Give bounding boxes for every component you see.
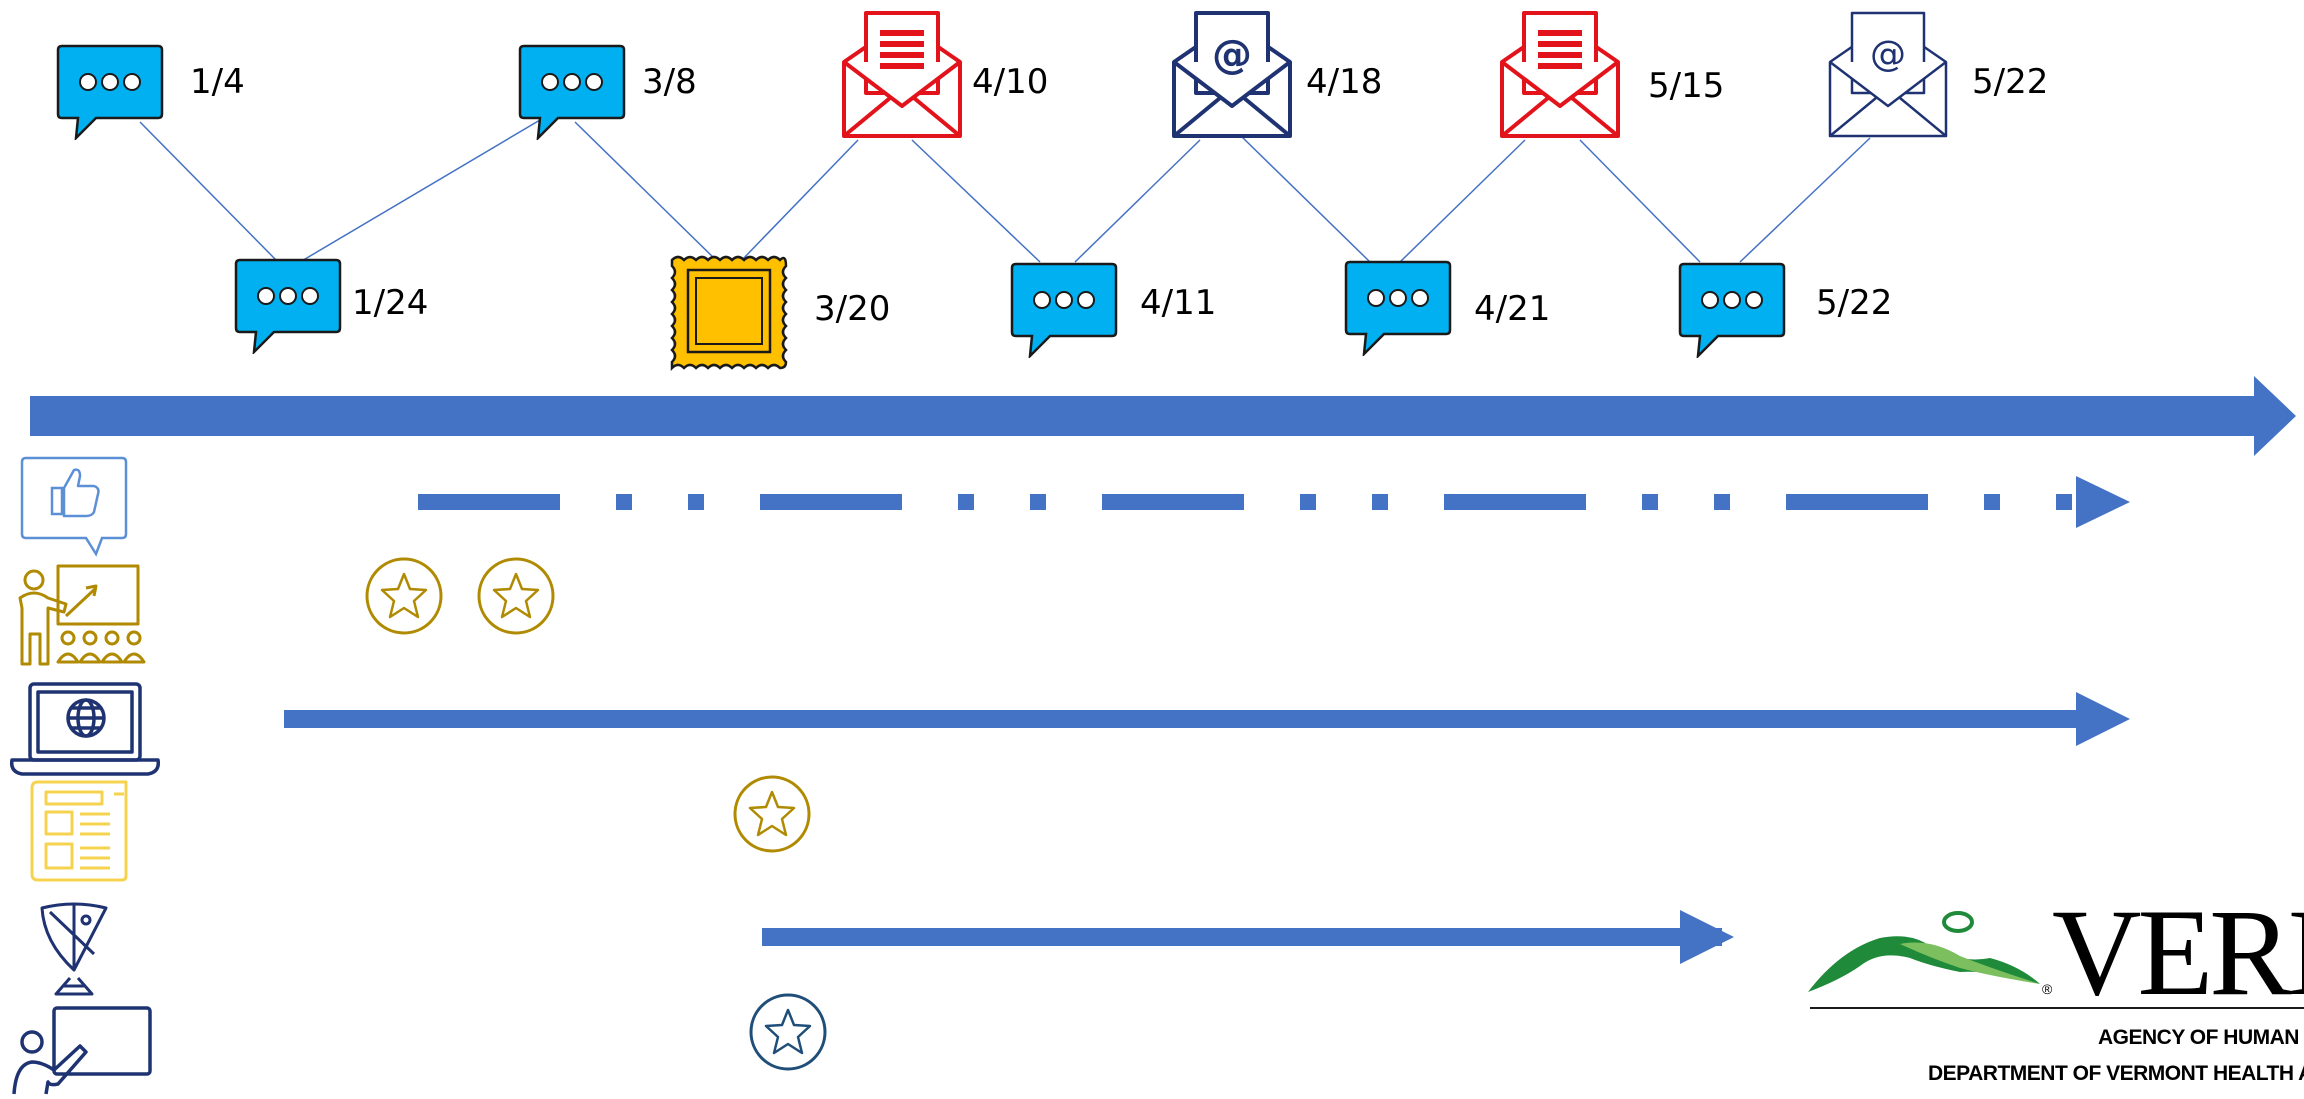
- vermont-logo: ® VERMONT AGENCY OF HUMAN SERVICES DEPAR…: [1808, 884, 2304, 1085]
- logo-department: DEPARTMENT OF VERMONT HEALTH ACCESS: [1928, 1062, 2304, 1085]
- channel-social-media: [20, 456, 2130, 557]
- newspaper-icon: [30, 780, 128, 882]
- event-5-22-email: 5/22: [1828, 11, 2048, 138]
- speech-bubble-icon: [518, 44, 626, 140]
- classroom-presenter-icon: [18, 564, 146, 666]
- event-date-label: 5/15: [1648, 66, 1724, 106]
- event-date-label: 3/8: [642, 62, 697, 102]
- solid-arrow: [762, 910, 1734, 964]
- event-date-label: 4/10: [972, 62, 1048, 102]
- event-1-4: 1/4: [56, 44, 245, 140]
- dash-dot-arrow: [418, 476, 2130, 528]
- star-marker: [365, 557, 443, 635]
- event-4-18: 4/18: [1174, 13, 1382, 136]
- channel-website: [9, 682, 2130, 776]
- event-date-label: 1/24: [352, 283, 428, 323]
- solid-arrow: [284, 692, 2130, 746]
- open-envelope-email-icon: [1174, 13, 1290, 136]
- postage-stamp-icon: [670, 255, 788, 372]
- event-5-15: 5/15: [1502, 13, 1724, 136]
- event-3-8: 3/8: [518, 44, 697, 140]
- registered-mark: ®: [2042, 981, 2053, 997]
- event-date-label: 4/11: [1140, 283, 1216, 323]
- channel-classroom: [18, 557, 555, 666]
- event-4-21: 4/21: [1344, 260, 1550, 356]
- star-marker: [733, 775, 811, 853]
- speech-bubble-icon: [1010, 262, 1118, 358]
- event-date-label: 5/22: [1972, 62, 2048, 102]
- event-4-11: 4/11: [1010, 262, 1216, 358]
- event-date-label: 4/18: [1306, 62, 1382, 102]
- event-date-label: 4/21: [1474, 289, 1550, 329]
- timeline-connectors: [139, 119, 1871, 263]
- channel-presentation: [12, 993, 827, 1095]
- laptop-globe-icon: [9, 682, 161, 776]
- event-3-20: 3/20: [670, 255, 890, 372]
- whiteboard-presenter-icon: [12, 1006, 152, 1095]
- star-marker: [749, 993, 827, 1071]
- event-5-22-bubble: 5/22: [1678, 262, 1892, 358]
- star-marker: [477, 557, 555, 635]
- event-1-24: 1/24: [234, 258, 428, 354]
- logo-wordmark: VERMONT: [2052, 884, 2304, 1021]
- speech-bubble-icon: [56, 44, 164, 140]
- open-envelope-email-icon: [1828, 11, 1948, 138]
- speech-bubble-icon: [1678, 262, 1786, 358]
- speech-bubble-icon: [1344, 260, 1452, 356]
- mountain-icon: [1808, 911, 2040, 992]
- open-envelope-letter-icon: [844, 13, 960, 136]
- open-envelope-letter-icon: [1502, 13, 1618, 136]
- event-date-label: 1/4: [190, 62, 245, 102]
- main-timeline-arrow: [30, 376, 2296, 456]
- event-4-10: 4/10: [844, 13, 1048, 136]
- event-date-label: 5/22: [1816, 283, 1892, 323]
- speech-bubble-icon: [234, 258, 342, 354]
- channel-newspaper: [30, 775, 811, 882]
- event-date-label: 3/20: [814, 289, 890, 329]
- social-media-like-icon: [20, 456, 128, 557]
- logo-agency: AGENCY OF HUMAN SERVICES: [2098, 1026, 2304, 1049]
- satellite-dish-icon: [40, 902, 108, 996]
- channel-broadcast: [40, 902, 1734, 996]
